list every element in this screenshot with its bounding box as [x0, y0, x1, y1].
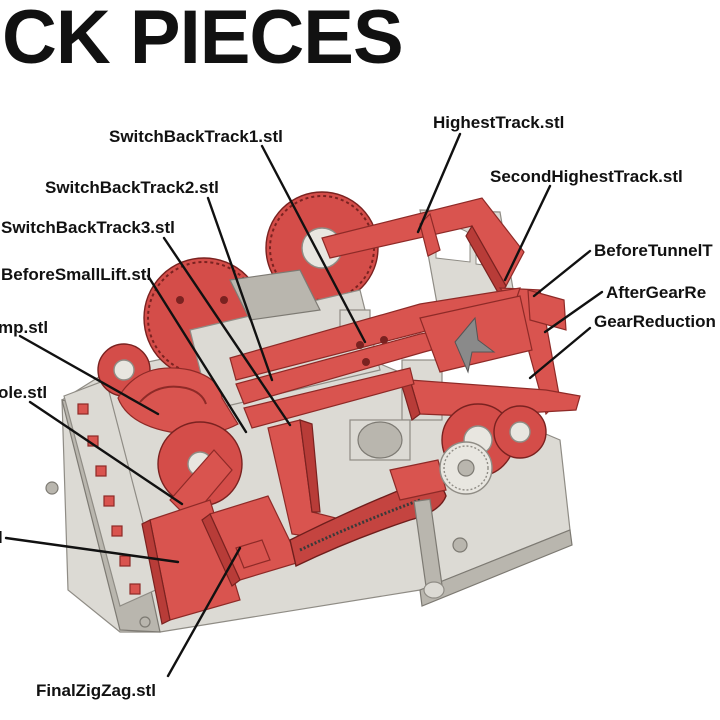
- label-finalzigzag: FinalZigZag.stl: [36, 681, 156, 700]
- leader-secondhighesttrack: [503, 184, 552, 282]
- highest-track-part: [321, 197, 525, 298]
- label-l: l: [0, 528, 3, 547]
- label-switchbacktrack2: SwitchBackTrack2.stl: [45, 178, 219, 197]
- leader-finalzigzag: [166, 546, 242, 678]
- gear-reduction-track-part: [401, 379, 581, 421]
- leader-switchbacktrack3: [162, 236, 292, 427]
- before-tunnel-track-part: [527, 289, 567, 331]
- leader-ole: [28, 400, 184, 506]
- label-beforesmalllift: BeforeSmallLift.stl: [1, 265, 151, 284]
- label-mp: mp.stl: [0, 318, 48, 337]
- leader-lines: [4, 132, 604, 678]
- label-highesttrack: HighestTrack.stl: [433, 113, 564, 132]
- leader-highesttrack: [416, 132, 462, 234]
- label-ole: ole.stl: [0, 383, 47, 402]
- label-switchbacktrack1: SwitchBackTrack1.stl: [109, 127, 283, 146]
- ramp-part: [117, 367, 239, 436]
- leader-switchbacktrack2: [206, 196, 274, 382]
- leader-l: [4, 536, 180, 564]
- label-gearreduction: GearReduction: [594, 312, 716, 331]
- leader-switchbacktrack1: [260, 144, 367, 344]
- gear-reduction-gears: [439, 403, 547, 495]
- crank-arm: [389, 459, 447, 599]
- part-labels: SwitchBackTrack1.stl HighestTrack.stl Sw…: [0, 113, 716, 700]
- leader-gearreduction: [528, 326, 592, 380]
- page-title: CK PIECES: [2, 0, 404, 80]
- leader-mp: [18, 334, 160, 416]
- leader-beforesmalllift: [146, 274, 248, 434]
- label-secondhighesttrack: SecondHighestTrack.stl: [490, 167, 683, 186]
- label-aftergearre: AfterGearRe: [606, 283, 706, 302]
- label-switchbacktrack3: SwitchBackTrack3.stl: [1, 218, 175, 237]
- leader-aftergearre: [543, 290, 604, 334]
- label-beforetunnel: BeforeTunnelT: [594, 241, 713, 260]
- leader-beforetunnel: [532, 249, 592, 298]
- drive-belt: [289, 482, 447, 568]
- switchback-track-3-part: [243, 367, 415, 429]
- y-splitter-part: [419, 295, 533, 374]
